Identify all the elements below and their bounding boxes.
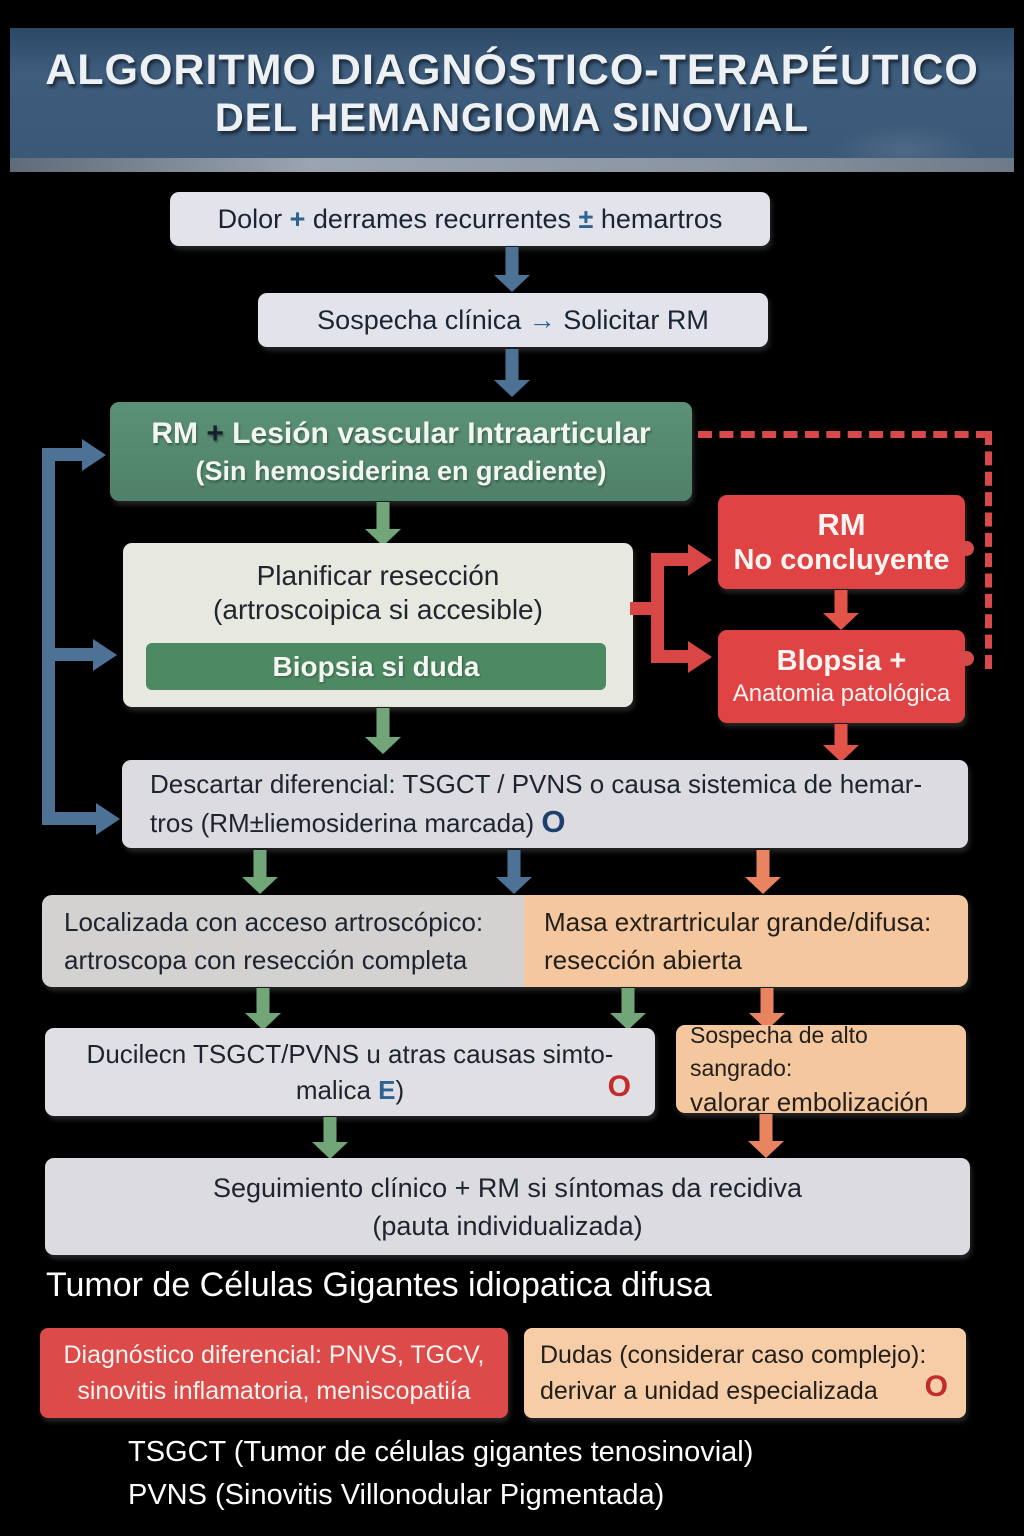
- doubt-box-line1: Dudas (considerar caso complejo):: [540, 1341, 927, 1369]
- bleeding-line1: Sospecha de alto sangrado:: [690, 1021, 868, 1081]
- plan-line1: Planificar resección: [256, 560, 500, 591]
- box-diff-diagnosis: Diagnóstico diferencial: PNVS, TGCV, sin…: [40, 1328, 508, 1418]
- arrow-down-1: [494, 247, 530, 292]
- outcome-line1: Ducilecn TSGCT/PVNS u atras causas simto…: [86, 1039, 614, 1069]
- box-suspicion: Sospecha clínica → Solicitar RM: [258, 293, 768, 347]
- page-title-line2: DEL HEMANGIOMA SINOVIAL: [214, 96, 810, 140]
- mass-line1: Masa extrartricular grande/difusa:: [544, 907, 932, 937]
- plan-line2: (artroscoipica si accesible): [213, 594, 543, 625]
- page-title-line1: ALGORITMO DIAGNÓSTICO-TERAPÉUTICO: [45, 46, 979, 94]
- legend-pvns: PVNS (Sinovitis Villonodular Pigmentada): [128, 1479, 665, 1511]
- box-localized: Localizada con acceso artroscópico: artr…: [42, 895, 524, 987]
- blue-branch-top: [50, 448, 90, 461]
- legend-tsgct: TSGCT (Tumor de células gigantes tenosin…: [128, 1436, 754, 1468]
- red-fork-vline: [651, 553, 664, 663]
- differential-symbol: O: [541, 804, 566, 839]
- header-banner: ALGORITMO DIAGNÓSTICO-TERAPÉUTICO DEL HE…: [10, 28, 1014, 178]
- box-plan-resection: Planificar resección (artroscoipica si a…: [123, 543, 633, 707]
- box-doubts: Dudas (considerar caso complejo): deriva…: [524, 1328, 966, 1418]
- arrow-down-2: [494, 349, 530, 397]
- arrow-down-11: [610, 988, 646, 1030]
- blue-arrowhead-middle: [93, 639, 117, 671]
- red-dot-2: [959, 651, 974, 666]
- header-divider: [10, 158, 1014, 172]
- arrow-down-3: [365, 502, 401, 546]
- red-fork-branch-bottom: [660, 650, 690, 663]
- outcome-symbol: O: [607, 1070, 631, 1103]
- box-mri-line1: RM + Lesión vascular Intraarticular: [151, 416, 651, 450]
- arrow-down-8: [496, 850, 532, 894]
- box-suspicion-text: Sospecha clínica → Solicitar RM: [317, 304, 709, 335]
- diff-box-line2: sinovitis inflamatoria, meniscopatiía: [77, 1377, 471, 1405]
- arrow-down-9: [745, 850, 781, 894]
- arrow-down-5: [823, 590, 859, 630]
- biopsy-path-line2: Anatomia patológica: [732, 680, 951, 707]
- doubt-symbol: O: [924, 1370, 948, 1403]
- blue-branch-middle: [53, 648, 97, 661]
- red-fork-branch-top: [660, 553, 690, 566]
- doubt-box-line2: derivar a unidad especializada: [540, 1377, 878, 1405]
- box-differential: Descartar diferencial: TSGCT / PVNS o ca…: [122, 760, 968, 848]
- localized-line2: artroscopa con resección completa: [64, 945, 468, 975]
- box-mass: Masa extrartricular grande/difusa: resec…: [524, 895, 968, 987]
- box-bleeding: Sospecha de alto sangrado: valorar embol…: [676, 1022, 966, 1117]
- red-fork-arrowhead-bottom: [688, 641, 712, 673]
- arrow-down-6: [823, 724, 859, 762]
- arrow-down-7: [242, 850, 278, 894]
- diff-box-line1: Diagnóstico diferencial: PNVS, TGCV,: [63, 1341, 485, 1369]
- rm-inconclusive-line2: No concluyente: [733, 544, 950, 576]
- box-mri-lesion: RM + Lesión vascular Intraarticular (Sin…: [110, 402, 692, 501]
- red-fork-arrowhead-top: [688, 544, 712, 576]
- outcome-line2: malica E): [295, 1075, 405, 1105]
- blue-arrowhead-top: [82, 439, 106, 471]
- mass-line2: resección abierta: [544, 945, 742, 975]
- blue-branch-bottom: [50, 812, 100, 825]
- box-followup: Seguimiento clínico + RM si síntomas da …: [45, 1158, 970, 1255]
- box-biopsy-pathology: Blopsia + Anatomia patológica: [718, 630, 965, 723]
- blue-arrowhead-bottom: [96, 803, 120, 835]
- box-biopsy-if-doubt: Biopsia si duda: [146, 643, 606, 690]
- arrow-down-4: [365, 708, 401, 754]
- tumor-title: Tumor de Células Gigantes idiopatica dif…: [46, 1266, 712, 1304]
- box-rm-inconclusive: RM No concluyente: [718, 495, 965, 589]
- arrow-down-13: [312, 1117, 348, 1159]
- blue-feedback-vline: [42, 448, 55, 825]
- followup-line2: (pauta individualizada): [372, 1210, 643, 1241]
- rm-inconclusive-line1: RM: [817, 507, 866, 542]
- localized-line1: Localizada con acceso artroscópico:: [64, 907, 484, 937]
- red-dot-1: [959, 541, 974, 556]
- differential-line1: Descartar diferencial: TSGCT / PVNS o ca…: [150, 769, 923, 799]
- box-outcome: Ducilecn TSGCT/PVNS u atras causas simto…: [45, 1028, 655, 1116]
- box-symptoms-text: Dolor + derrames recurrentes ± hemartros: [217, 203, 723, 234]
- red-dashed-vline: [985, 431, 992, 669]
- bleeding-line2: valorar embolización: [690, 1086, 929, 1117]
- arrow-down-10: [245, 988, 281, 1030]
- arrow-down-14: [748, 1114, 784, 1158]
- box-mri-line2: (Sin hemosiderina en gradiente): [195, 455, 607, 486]
- followup-line1: Seguimiento clínico + RM si síntomas da …: [212, 1172, 802, 1203]
- differential-line2: tros (RM±liemosiderina marcada) O: [150, 804, 566, 839]
- box-split-resection: Localizada con acceso artroscópico: artr…: [42, 895, 968, 987]
- red-dashed-hline: [698, 431, 990, 438]
- biopsy-path-line1: Blopsia +: [776, 645, 907, 677]
- box-symptoms: Dolor + derrames recurrentes ± hemartros: [170, 192, 770, 246]
